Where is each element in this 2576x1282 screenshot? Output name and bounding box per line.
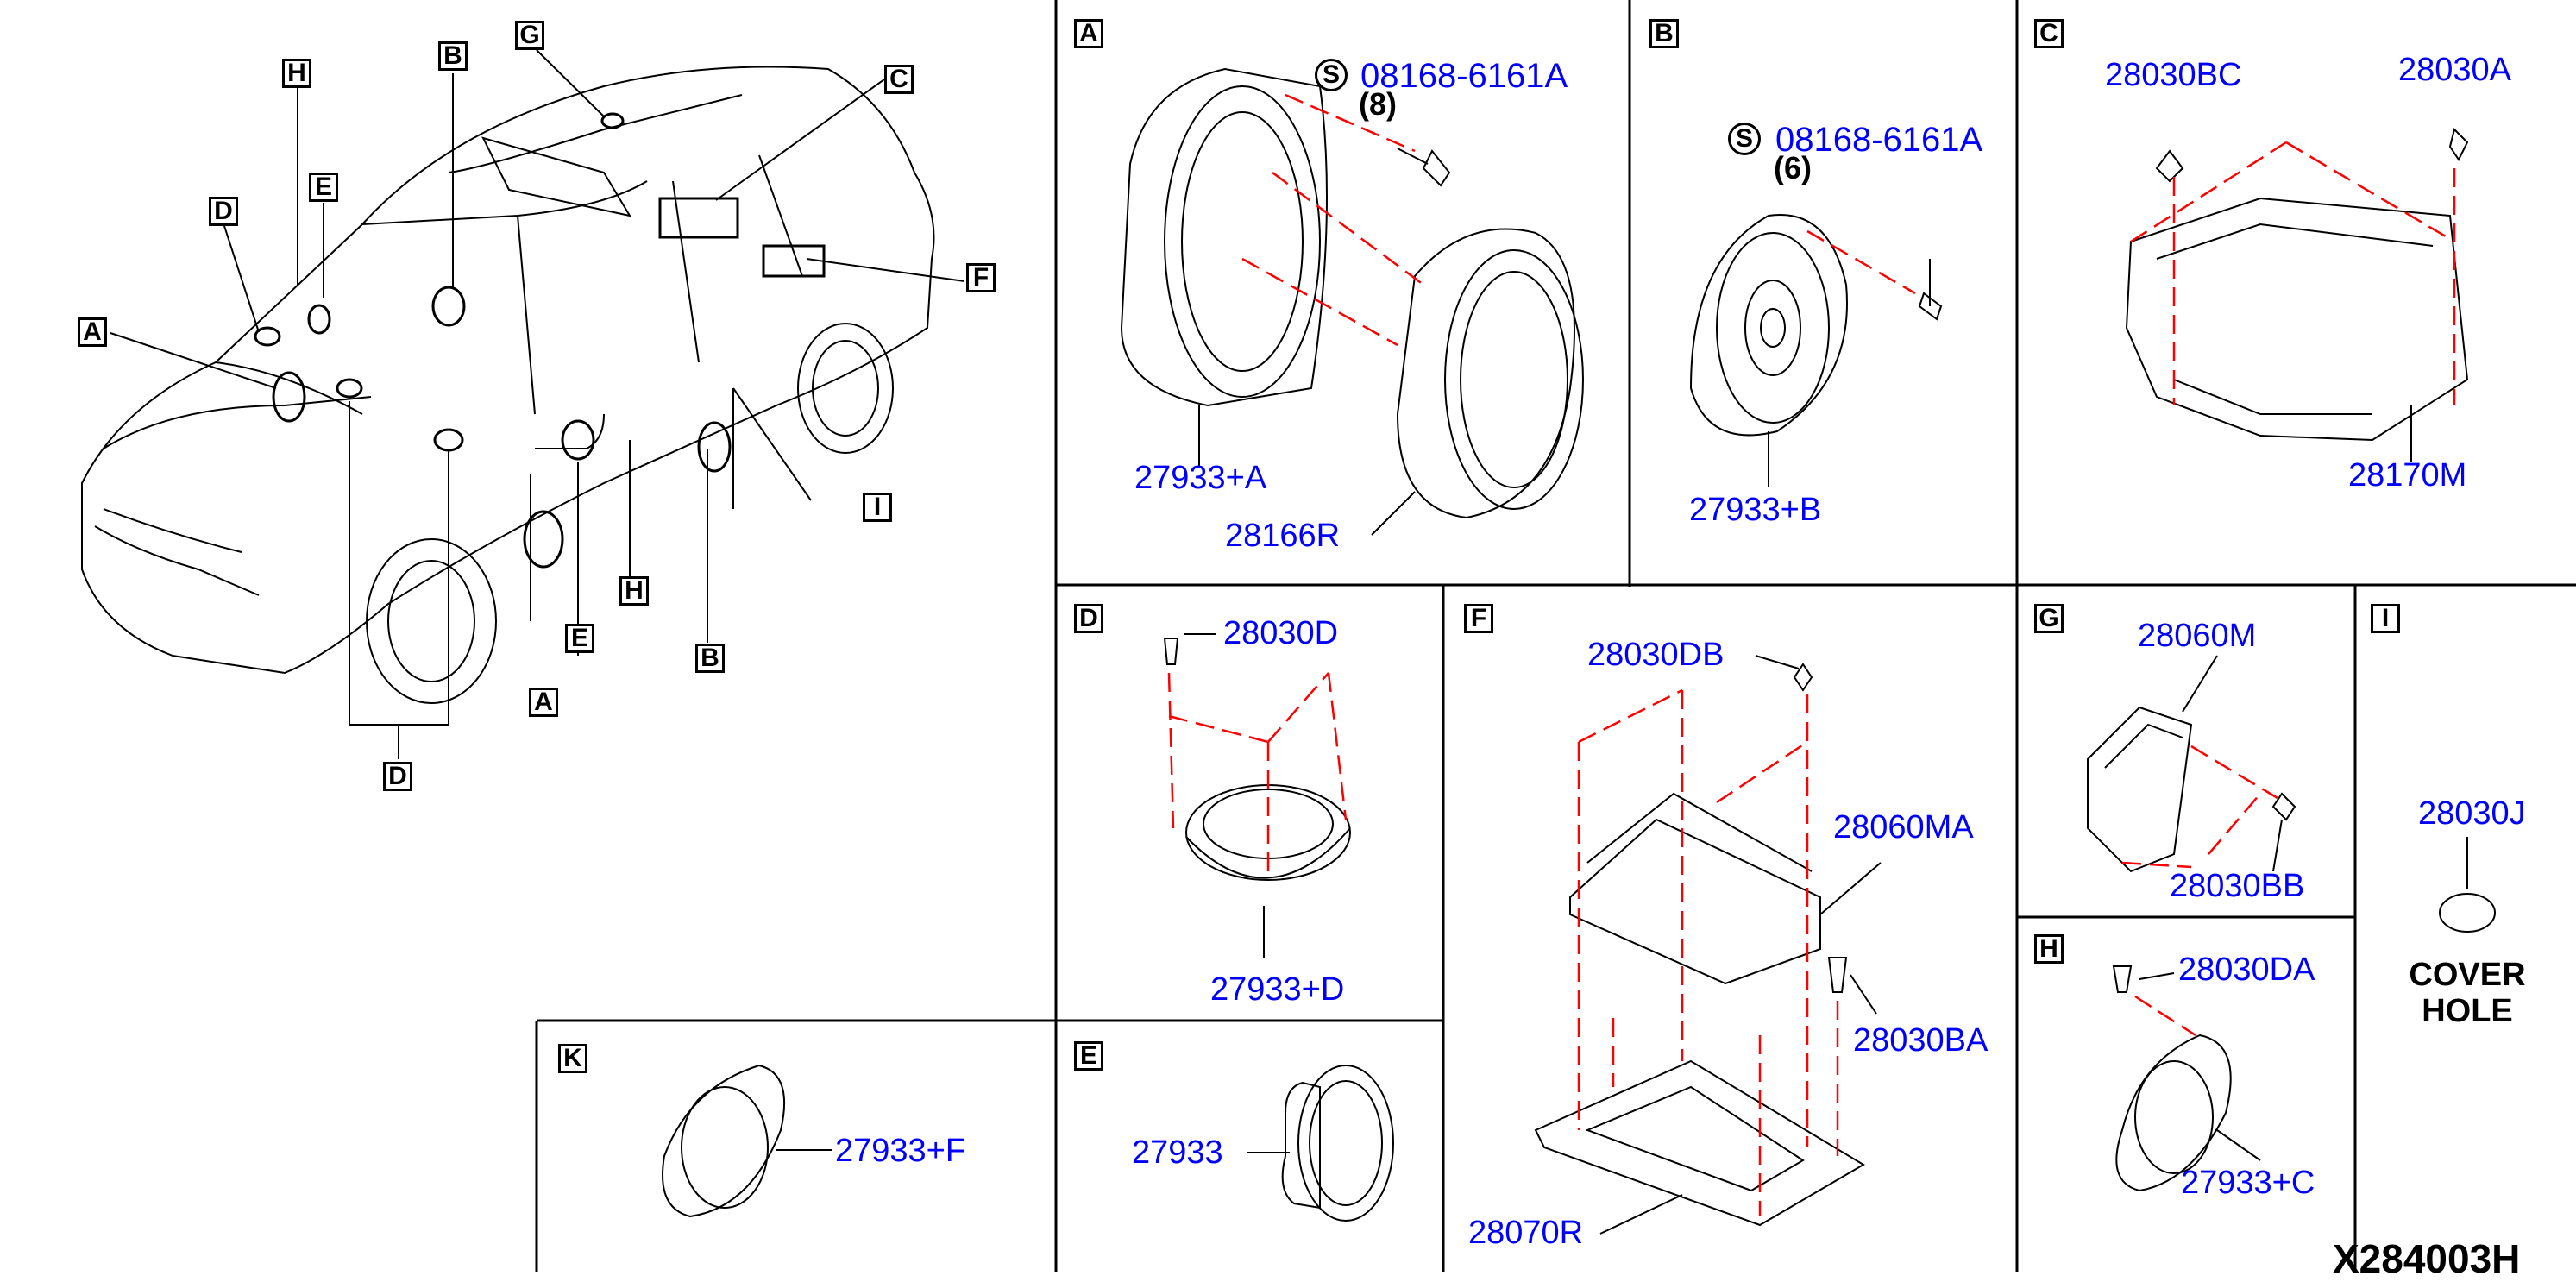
- part-number-f-bracket[interactable]: 28070R: [1468, 1215, 1584, 1251]
- panel-label-i: I: [2371, 604, 2400, 633]
- panel-label-f: F: [1464, 604, 1493, 633]
- panel-d-illustration: [1163, 633, 1351, 958]
- part-number-e-speaker[interactable]: 27933: [1132, 1134, 1223, 1171]
- standard-part-symbol-b: S: [1728, 123, 1761, 155]
- panel-i-illustration: [2439, 837, 2496, 933]
- vehicle-callout-b-lower: B: [695, 644, 725, 673]
- panel-label-k: K: [558, 1044, 587, 1073]
- part-number-k-speaker[interactable]: 27933+F: [835, 1133, 966, 1169]
- part-number-c-bolt[interactable]: 28030A: [2398, 52, 2512, 88]
- panel-label-c: C: [2034, 19, 2064, 48]
- vehicle-callout-h-lower: H: [619, 576, 649, 606]
- vehicle-callout-b: B: [438, 41, 468, 71]
- part-number-f-amplifier[interactable]: 28060MA: [1833, 809, 1974, 845]
- vehicle-callout-h: H: [282, 59, 311, 88]
- panel-g-leaders: [2121, 745, 2278, 869]
- panel-f-leaders: [1577, 688, 1839, 1216]
- panel-g-illustration: [2087, 655, 2296, 873]
- vehicle-callout-a: A: [78, 317, 107, 347]
- panel-e-illustration: [1247, 1065, 1394, 1222]
- vehicle-callout-g: G: [515, 21, 544, 50]
- panel-d-leaders: [1167, 672, 1348, 871]
- part-number-f-nut[interactable]: 28030DB: [1587, 637, 1725, 673]
- part-number-g-unit[interactable]: 28060M: [2138, 618, 2257, 654]
- standard-part-symbol-a: S: [1315, 59, 1348, 91]
- part-number-a-screw[interactable]: 08168-6161A: [1360, 57, 1568, 95]
- diagram-code: X284003H: [2333, 1236, 2521, 1281]
- part-number-c-bracket[interactable]: 28170M: [2348, 457, 2467, 493]
- panel-label-g: G: [2034, 604, 2064, 633]
- part-number-d-speaker[interactable]: 27933+D: [1210, 971, 1345, 1008]
- panel-grid: [535, 0, 2576, 1272]
- panel-label-b: B: [1649, 19, 1679, 48]
- part-number-a-speaker[interactable]: 27933+A: [1134, 460, 1267, 496]
- part-number-g-nut[interactable]: 28030BB: [2170, 868, 2305, 904]
- panel-label-h: H: [2034, 934, 2064, 964]
- vehicle-callout-a-lower: A: [529, 688, 558, 717]
- part-number-h-bolt[interactable]: 28030DA: [2178, 952, 2315, 988]
- panel-b-leaders: [1806, 229, 1916, 295]
- panel-a-leaders: [1241, 93, 1424, 347]
- panel-h-illustration: [2112, 965, 2261, 1192]
- panel-h-leaders: [2134, 995, 2196, 1037]
- part-number-b-speaker[interactable]: 27933+B: [1689, 492, 1822, 528]
- panel-c-leaders: [2130, 141, 2456, 405]
- vehicle-callout-d: D: [209, 197, 238, 226]
- part-number-a-spacer[interactable]: 28166R: [1225, 518, 1341, 554]
- quantity-b-screw: (6): [1774, 150, 1812, 185]
- vehicle-callout-e-lower: E: [565, 624, 594, 653]
- panel-c-illustration: [2125, 128, 2469, 462]
- panel-label-e: E: [1074, 1041, 1103, 1071]
- panel-k-illustration: [662, 1064, 832, 1218]
- panel-f-illustration: [1534, 655, 1882, 1235]
- vehicle-callout-c: C: [884, 65, 914, 94]
- part-number-b-screw[interactable]: 08168-6161A: [1775, 121, 1983, 159]
- part-number-f-bolt[interactable]: 28030BA: [1853, 1022, 1989, 1059]
- panel-label-d: D: [1074, 604, 1103, 633]
- part-number-d-bolt[interactable]: 28030D: [1223, 615, 1339, 651]
- part-number-i-cover[interactable]: 28030J: [2418, 795, 2526, 832]
- vehicle-callout-d-lower: D: [383, 762, 412, 791]
- vehicle-callout-f: F: [966, 263, 996, 292]
- vehicle-callout-i: I: [863, 493, 892, 522]
- panel-a-illustration: [1120, 67, 1584, 536]
- vehicle-illustration: [81, 49, 965, 759]
- cover-hole-note: COVER HOLE: [2409, 957, 2526, 1029]
- quantity-a-screw: (8): [1359, 86, 1397, 122]
- panel-label-a: A: [1074, 19, 1103, 48]
- vehicle-callout-e: E: [309, 173, 338, 202]
- part-number-c-nut[interactable]: 28030BC: [2105, 57, 2242, 93]
- part-number-h-speaker[interactable]: 27933+C: [2181, 1165, 2315, 1201]
- panel-b-illustration: [1689, 214, 1943, 487]
